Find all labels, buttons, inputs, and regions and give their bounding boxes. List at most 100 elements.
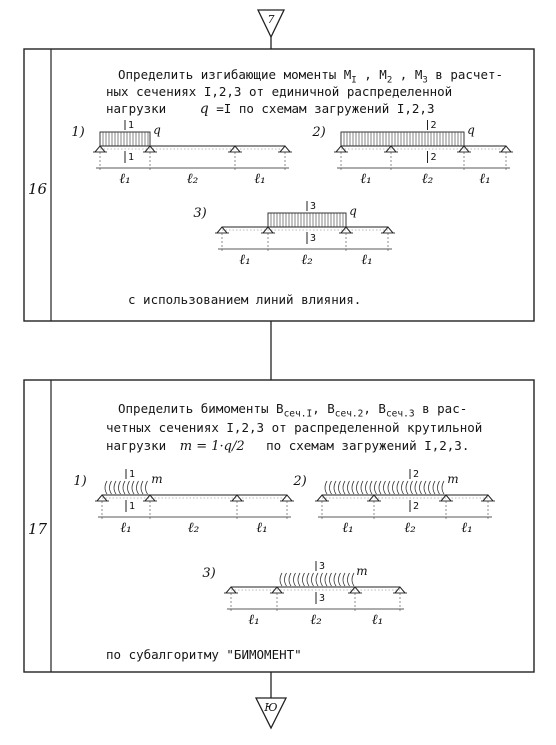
section-label-bottom: 2 (430, 152, 436, 163)
section-label-bottom: 2 (413, 501, 419, 512)
torsional-load (423, 480, 427, 495)
span-label: ℓ₁ (239, 252, 250, 268)
span-label: ℓ₂ (301, 252, 313, 268)
torsional-load (302, 572, 305, 587)
torsional-load (118, 480, 121, 495)
load-symbol-q: q (199, 101, 209, 117)
torsional-load (306, 572, 310, 587)
torsional-load (414, 480, 418, 495)
text-segment: , M (356, 67, 387, 82)
section-label-top: 1 (128, 120, 134, 131)
support-icon (96, 494, 108, 502)
span-label: ℓ₂ (404, 520, 416, 536)
block17-number: 17 (28, 520, 48, 538)
torsional-load (347, 480, 350, 495)
span-label: ℓ₁ (479, 171, 490, 187)
torsional-load (383, 480, 386, 495)
text-segment: , B (363, 401, 386, 416)
block16-text-line2: ных сечениях I,2,3 от единичной распреде… (106, 84, 453, 99)
support-icon (482, 494, 494, 502)
torsional-load (338, 572, 341, 587)
distributed-load (99, 131, 151, 147)
scheme-label: 3) (202, 566, 215, 581)
distributed-load (340, 131, 465, 147)
torsional-load (392, 480, 395, 495)
torsional-load (333, 572, 337, 587)
torsional-load (374, 480, 377, 495)
torsional-load (297, 572, 301, 587)
span-label: ℓ₂ (310, 612, 322, 628)
text-segment: , B (312, 401, 335, 416)
torsional-load (342, 480, 346, 495)
torsional-load (351, 572, 355, 587)
section-label-top: 2 (430, 120, 436, 131)
support-icon (349, 586, 361, 594)
section-label-bottom: 1 (128, 152, 134, 163)
text-segment: Определить бимоменты B (118, 401, 284, 416)
torsional-load (311, 572, 314, 587)
load-label: m (447, 472, 458, 486)
block16-frame (23, 48, 535, 322)
span-label: ℓ₂ (188, 520, 200, 536)
block16-text-line1: Определить изгибающие моменты MI , M2 , … (118, 66, 503, 90)
subscript: I (351, 75, 357, 86)
torsional-load (293, 572, 296, 587)
subscript: сеч.I (283, 408, 313, 420)
block16-number: 16 (28, 180, 48, 198)
top-connector-triangle (256, 9, 286, 39)
block17-text-line3: нагрузки m = 1·q/2 по схемам загружений … (106, 437, 469, 455)
span-label: ℓ₁ (372, 612, 383, 628)
torsional-load (279, 572, 283, 587)
text-segment: , M (392, 67, 423, 82)
torsional-load (369, 480, 373, 495)
span-label: ℓ₁ (254, 171, 265, 187)
top-connector-label: 7 (267, 13, 275, 26)
section-label-bottom: 3 (310, 233, 316, 244)
support-icon (440, 494, 452, 502)
torsional-load (122, 480, 126, 495)
scheme-label: 1) (71, 125, 84, 140)
subscript: 2 (386, 75, 393, 86)
span-label: ℓ₁ (342, 520, 353, 536)
support-icon (279, 145, 291, 153)
torsional-load (351, 480, 355, 495)
block16-footer: с использованием линий влияния. (128, 292, 362, 307)
block16-text-line3: нагрузки q =I по схемам загружений I,2,3 (106, 100, 435, 118)
torsional-load (324, 480, 328, 495)
support-icon (225, 586, 237, 594)
torsional-load (140, 480, 144, 495)
torsional-load (288, 572, 292, 587)
torsional-load (401, 480, 404, 495)
torsional-load (104, 480, 108, 495)
bottom-connector-triangle (254, 697, 288, 730)
span-label: ℓ₁ (360, 171, 371, 187)
torsional-load (396, 480, 400, 495)
bottom-connector-label: Ю (264, 701, 278, 714)
scheme-label: 1) (73, 474, 86, 489)
torsional-load (405, 480, 409, 495)
block17-text-line1: Определить бимоменты Bсеч.I, Bсеч.2, Bсе… (118, 400, 467, 423)
text-segment: Определить изгибающие моменты M (118, 67, 352, 82)
torsional-load (432, 480, 436, 495)
torsional-load (338, 480, 341, 495)
span-label: ℓ₁ (248, 612, 259, 628)
span-label: ℓ₂ (422, 171, 434, 187)
torsional-load (410, 480, 413, 495)
torsional-load (365, 480, 368, 495)
torsional-load (136, 480, 139, 495)
torsional-load (419, 480, 422, 495)
section-label-top: 1 (129, 469, 135, 480)
support-icon (382, 226, 394, 234)
support-icon (500, 145, 512, 153)
section-label-top: 3 (319, 561, 325, 572)
span-label: ℓ₂ (187, 171, 199, 187)
load-label: m (356, 564, 367, 578)
subscript: 3 (422, 75, 428, 86)
torsional-load (145, 480, 148, 495)
